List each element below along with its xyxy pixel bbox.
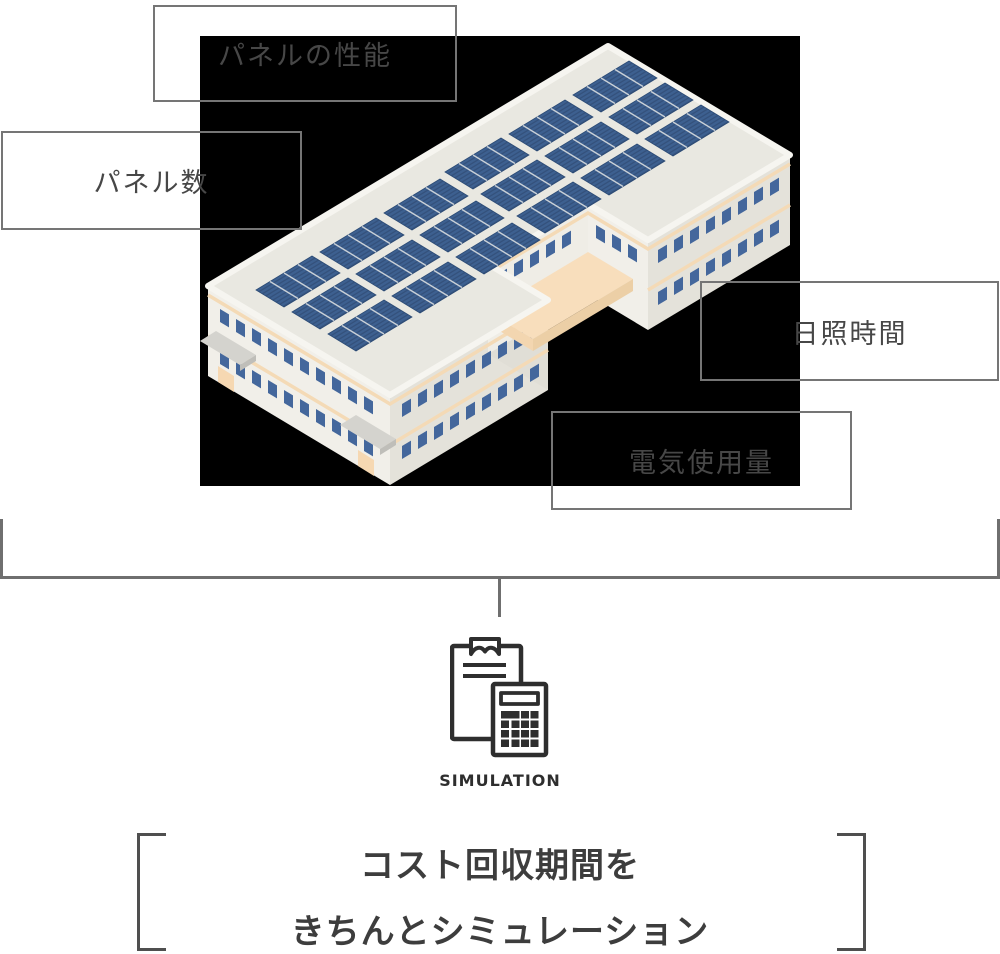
heading-bracket-left: [137, 833, 166, 951]
label-panel-performance: パネルの性能: [218, 41, 392, 72]
calculator-keys: [501, 711, 539, 747]
solar-building-illustration: [200, 43, 793, 485]
label-box-sunshine-hours: 日照時間: [700, 281, 999, 381]
connector-left-tick: [0, 519, 3, 578]
clipboard-calculator-icon: [450, 637, 549, 758]
heading-line-1: コスト回収期間を: [360, 846, 640, 886]
heading-line-2: きちんとシミュレーション: [290, 912, 710, 952]
label-sunshine-hours: 日照時間: [791, 318, 908, 350]
connector-center-stem: [498, 579, 501, 617]
entrance-awnings: [200, 331, 396, 476]
connector-horizontal-line: [0, 576, 1000, 579]
illustration-area: [200, 36, 800, 486]
label-electricity-usage: 電気使用量: [629, 448, 774, 479]
heading-bracket-right: [837, 833, 866, 951]
simulation-caption: SIMULATION: [439, 771, 561, 790]
connector-right-tick: [997, 519, 1000, 578]
label-box-electricity-usage: 電気使用量: [551, 411, 852, 510]
label-box-panel-count: パネル数: [1, 131, 302, 230]
label-panel-count: パネル数: [93, 168, 210, 199]
label-box-panel-performance: パネルの性能: [153, 5, 457, 102]
